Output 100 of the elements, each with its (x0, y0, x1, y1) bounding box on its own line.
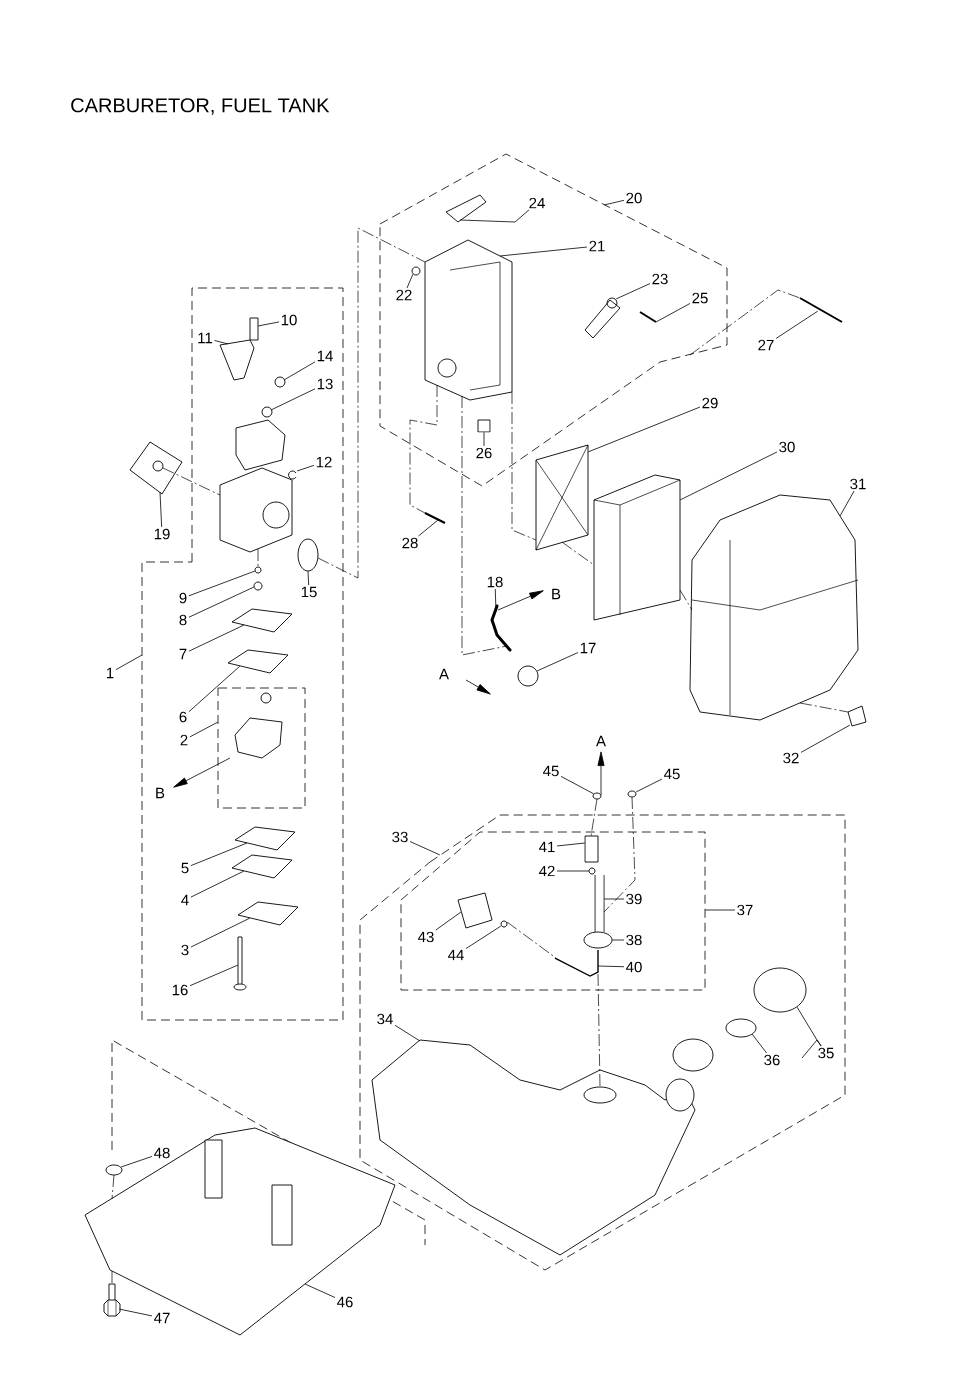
leader-line (459, 209, 530, 223)
hose-drawing (490, 604, 512, 652)
leader-line (587, 406, 701, 453)
leader-line (394, 1024, 421, 1042)
callout-number: 37 (737, 904, 753, 916)
leader-line (603, 898, 625, 900)
callout-number: 6 (179, 711, 187, 723)
leader-line (435, 911, 462, 931)
callout-number: 26 (476, 447, 492, 459)
alignment-line (679, 589, 693, 611)
alignment-line (461, 395, 508, 656)
insulator-plate-drawing (129, 441, 183, 495)
gasket-drawing (234, 826, 296, 851)
alignment-line (317, 227, 426, 579)
knob-drawing (847, 705, 867, 727)
leader-line (283, 361, 316, 381)
callout-number: 34 (377, 1013, 393, 1025)
section-letter: B (156, 787, 165, 799)
leader-line (679, 451, 778, 501)
fuel-tank-drawing (371, 1039, 696, 1256)
leader-line (115, 654, 143, 671)
leader-line (635, 778, 663, 793)
callout-number: 18 (487, 576, 503, 588)
leader-line (120, 1156, 153, 1168)
callout-number: 5 (181, 862, 189, 874)
leader-line (190, 842, 248, 867)
alignment-line (597, 973, 601, 1088)
bolt-drawing (233, 936, 247, 991)
leader-line (556, 870, 590, 872)
leader-line (751, 1033, 767, 1054)
leader-line (536, 652, 579, 672)
alignment-line (689, 289, 801, 356)
callout-number: 41 (539, 841, 555, 853)
fuel-cap-drawing (753, 967, 807, 1013)
leader-line (257, 321, 280, 327)
clip-drawing (592, 792, 602, 800)
callout-number: 43 (418, 931, 434, 943)
gasket-drawing (237, 901, 299, 926)
leader-line (304, 1283, 336, 1298)
o-ring-drawing (254, 566, 262, 574)
callout-number: 13 (317, 378, 333, 390)
alignment-line (162, 467, 221, 496)
handle-drawing (445, 194, 487, 223)
leader-line (270, 388, 316, 411)
alignment-line (506, 921, 557, 959)
cover-drawing (689, 494, 859, 721)
bolt-drawing (799, 297, 843, 323)
callout-number: 25 (692, 292, 708, 304)
alignment-line (590, 798, 598, 837)
leader-line (188, 665, 241, 713)
alignment-line (511, 391, 537, 541)
callout-number: 24 (529, 197, 545, 209)
callout-number: 42 (539, 865, 555, 877)
air-cleaner-case-drawing (424, 239, 513, 401)
callout-number: 15 (301, 586, 317, 598)
leader-line (839, 490, 855, 517)
leader-line (190, 870, 245, 898)
leader-line (189, 964, 239, 987)
callout-number: 1 (107, 667, 114, 679)
group-outline (359, 814, 846, 1271)
diaphragm-drawing (227, 649, 289, 674)
leader-line (307, 570, 310, 586)
leader-line (800, 724, 851, 753)
callout-number: 30 (779, 441, 795, 453)
nut-drawing (477, 419, 491, 433)
alignment-line (603, 796, 636, 913)
callout-number: 44 (448, 949, 464, 961)
callout-number: 45 (543, 765, 559, 777)
title: CARBURETOR, FUEL TANK (71, 98, 330, 115)
leader-line (188, 624, 245, 652)
leader-line (597, 965, 625, 968)
leader-line (159, 491, 163, 528)
leader-line (704, 909, 736, 911)
callout-number: 20 (626, 192, 642, 204)
section-letter: A (596, 735, 606, 747)
filter-frame-drawing (535, 444, 589, 551)
leader-line (190, 917, 251, 948)
callout-number: 16 (172, 984, 188, 996)
clip-drawing (500, 920, 508, 928)
leader-line (409, 841, 441, 856)
leader-line (494, 588, 497, 613)
bolt-drawing (103, 1283, 121, 1317)
alignment-line (257, 548, 259, 568)
callout-number: 19 (154, 528, 170, 540)
callout-number: 3 (181, 944, 189, 956)
washer-drawing (105, 1164, 123, 1176)
callout-number: 4 (181, 894, 189, 906)
bolt-drawing (424, 512, 446, 524)
primer-bulb-drawing (517, 665, 539, 687)
leader-line (296, 464, 315, 472)
leader-line (406, 273, 414, 289)
callout-number: 12 (316, 456, 332, 468)
leader-line (465, 925, 502, 949)
lever-drawing (584, 297, 621, 339)
callout-number: 36 (764, 1054, 780, 1066)
callout-number: 14 (317, 350, 333, 362)
guard-drawing (84, 1127, 396, 1336)
callout-number: 7 (179, 648, 187, 660)
callout-number: 46 (337, 1296, 353, 1308)
alignment-line (561, 541, 595, 566)
